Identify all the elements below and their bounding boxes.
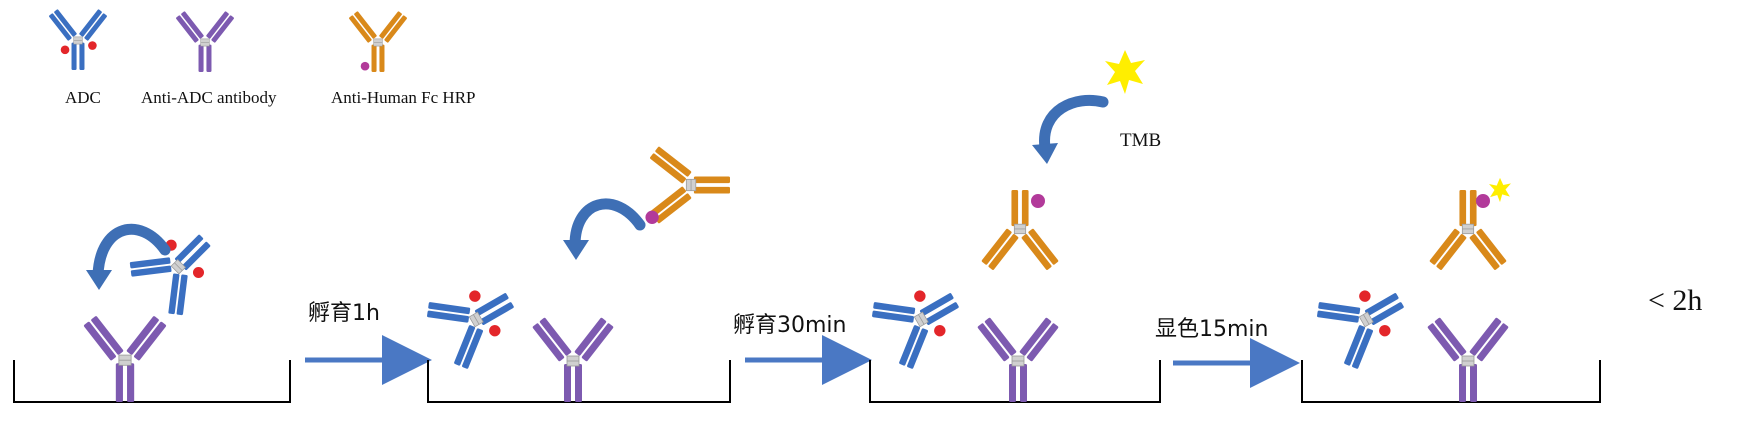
legend-anti-adc-label: Anti-ADC antibody xyxy=(141,88,277,107)
panel4-bound-adc xyxy=(1310,266,1420,374)
plate-well-3 xyxy=(869,360,1161,403)
panel3-tmb-signal-icon xyxy=(1105,50,1145,94)
panel1-anti-adc-antibody xyxy=(83,315,167,402)
panel1-binding-arrowhead xyxy=(86,270,112,290)
panel2-free-anti-human xyxy=(645,146,730,224)
plate-well-1 xyxy=(13,360,291,403)
panel4-hrp-dot xyxy=(1476,194,1490,208)
total-time-label: < 2h xyxy=(1648,284,1702,317)
panel2-binding-arrow xyxy=(569,198,646,251)
panel2-bound-adc xyxy=(420,266,530,374)
legend-anti-human-label: Anti-Human Fc HRP xyxy=(331,88,476,107)
panel2-binding-arrowhead xyxy=(563,240,589,260)
step3-label: 显色15min xyxy=(1155,317,1268,342)
panel4-signal-star-icon xyxy=(1489,177,1511,203)
plate-well-4 xyxy=(1301,360,1601,403)
step2-label: 孵育30min xyxy=(733,313,846,338)
panel3-bound-anti-human xyxy=(981,190,1059,271)
legend-adc-icon xyxy=(48,8,108,70)
plate-well-2 xyxy=(427,360,731,403)
step1-label: 孵育1h xyxy=(308,301,380,326)
panel1-binding-arrow xyxy=(92,223,171,281)
panel3-tmb-arrowhead xyxy=(1032,143,1058,164)
legend-anti-human-icon xyxy=(348,10,408,72)
legend-anti-adc-icon xyxy=(175,10,235,72)
legend-adc-label: ADC xyxy=(65,88,101,107)
panel3-bound-adc xyxy=(865,266,975,374)
tmb-label: TMB xyxy=(1120,130,1161,151)
panel1-adc-antibody xyxy=(123,213,232,322)
panel2-anti-adc-antibody xyxy=(532,317,614,402)
panel4-anti-adc-antibody xyxy=(1427,317,1509,402)
panel3-anti-adc-antibody xyxy=(977,317,1059,402)
panel3-hrp-dot xyxy=(1031,194,1045,208)
panel3-tmb-arrow xyxy=(1039,94,1109,154)
panel4-bound-anti-human xyxy=(1429,190,1507,271)
